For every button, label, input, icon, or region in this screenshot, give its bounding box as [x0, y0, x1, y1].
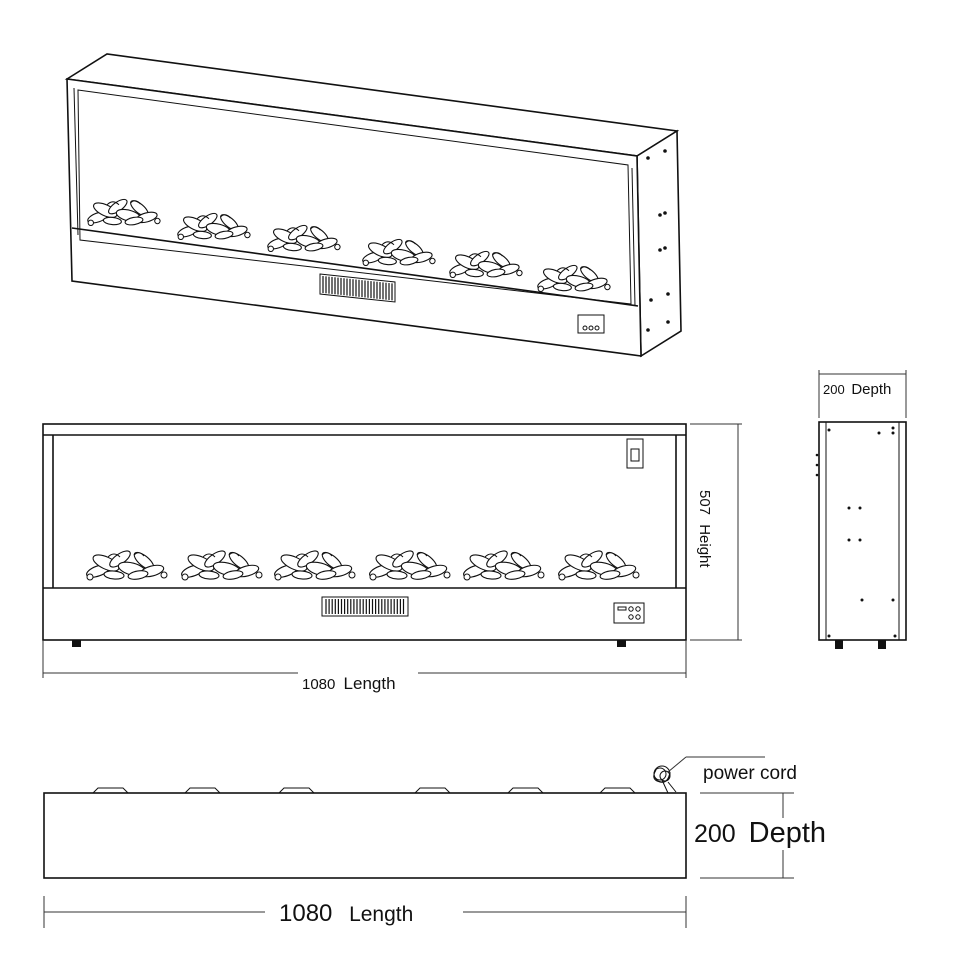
- power-cord: power cord: [653, 756, 797, 794]
- side-screws: [646, 149, 670, 332]
- top-depth-label: 200 Depth: [694, 817, 826, 849]
- height-dimension-label: 507 Height: [696, 490, 713, 568]
- depth-dimension: 200 Depth: [818, 370, 907, 418]
- side-depth-label: 200 Depth: [823, 381, 891, 398]
- foot: [72, 640, 81, 647]
- front-view: 507 Height 1080 Length: [42, 423, 742, 693]
- log-cluster: [449, 250, 523, 278]
- height-dimension: 507 Height: [690, 423, 742, 641]
- log-cluster: [87, 198, 161, 227]
- top-tabs: [92, 787, 640, 879]
- log-cluster: [558, 550, 640, 581]
- length-dimension-label: 1080 Length: [302, 674, 396, 693]
- log-cluster: [463, 550, 545, 581]
- foot: [617, 640, 626, 647]
- log-cluster: [537, 264, 611, 292]
- log-cluster: [86, 550, 168, 581]
- top-length-dimension: 1080 Length: [43, 896, 687, 928]
- top-depth-dimension: 200 Depth: [694, 792, 844, 879]
- log-cluster: [369, 550, 451, 581]
- log-set: [87, 198, 611, 292]
- foot: [835, 640, 843, 649]
- top-length-label: 1080 Length: [279, 900, 413, 927]
- control-panel: [613, 602, 645, 624]
- top-view: power cord 200 Depth 1080 Length: [43, 756, 844, 928]
- foot: [878, 640, 886, 649]
- log-cluster: [181, 550, 263, 581]
- log-set: [86, 550, 640, 581]
- perspective-view: [64, 53, 682, 358]
- power-cord-label: power cord: [703, 763, 797, 784]
- control-panel: [577, 314, 605, 334]
- log-cluster: [177, 212, 251, 241]
- side-view: 200 Depth: [815, 370, 907, 649]
- heater-vent: [319, 273, 396, 303]
- side-screws: [815, 426, 897, 638]
- log-cluster: [267, 224, 341, 253]
- log-cluster: [274, 550, 356, 581]
- heater-vent: [321, 596, 409, 617]
- length-dimension: 1080 Length: [42, 640, 687, 693]
- log-cluster: [362, 238, 436, 266]
